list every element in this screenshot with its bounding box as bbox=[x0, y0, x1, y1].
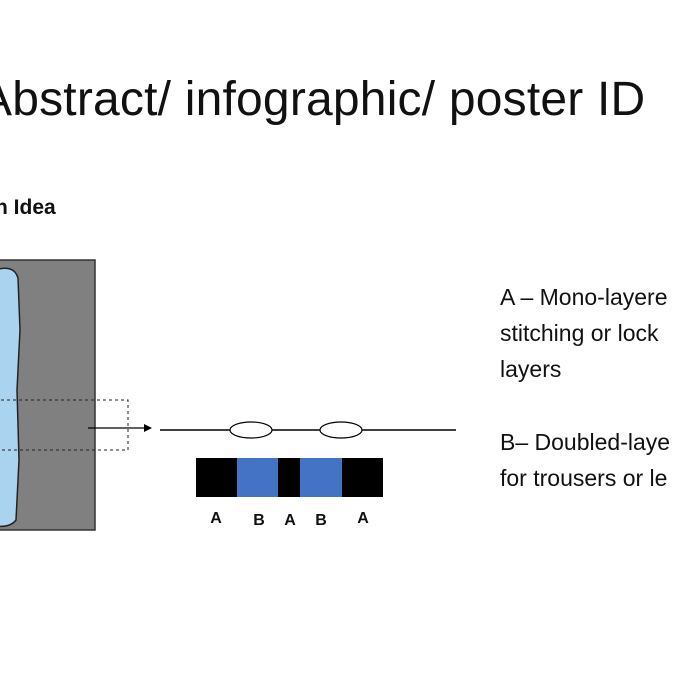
band-segment-b2 bbox=[300, 458, 342, 497]
description-b-line-1: B– Doubled-laye bbox=[500, 429, 671, 455]
segment-label-a1: A bbox=[210, 510, 222, 527]
stitch-loop-1 bbox=[229, 421, 273, 439]
band-segment-a2 bbox=[278, 458, 300, 497]
description-b: B– Doubled-laye for trousers or le bbox=[500, 424, 670, 496]
garment-shape bbox=[0, 267, 21, 528]
segment-label-b2: B bbox=[315, 512, 327, 529]
description-a: A – Mono-layere stitching or lock layers bbox=[500, 279, 667, 387]
segment-label-a2: A bbox=[284, 512, 296, 529]
stitch-loop-2 bbox=[319, 421, 363, 439]
slide-title: Abstract/ infographic/ poster ID bbox=[0, 73, 646, 126]
band-segment-a1 bbox=[196, 458, 237, 497]
segment-label-b1: B bbox=[253, 512, 265, 529]
section-heading: n Idea bbox=[0, 196, 56, 219]
segment-label-a3: A bbox=[357, 510, 369, 527]
band-segment-a3 bbox=[342, 458, 383, 497]
band-segment-b1 bbox=[237, 458, 278, 497]
description-a-line-2: stitching or lock bbox=[500, 320, 659, 346]
layer-band bbox=[196, 458, 383, 497]
description-a-line-1: A – Mono-layere bbox=[500, 284, 668, 310]
description-b-line-2: for trousers or le bbox=[500, 465, 668, 491]
description-a-line-3: layers bbox=[500, 356, 562, 382]
dashed-selection-box bbox=[0, 399, 129, 451]
arrow-head-icon bbox=[144, 424, 152, 432]
